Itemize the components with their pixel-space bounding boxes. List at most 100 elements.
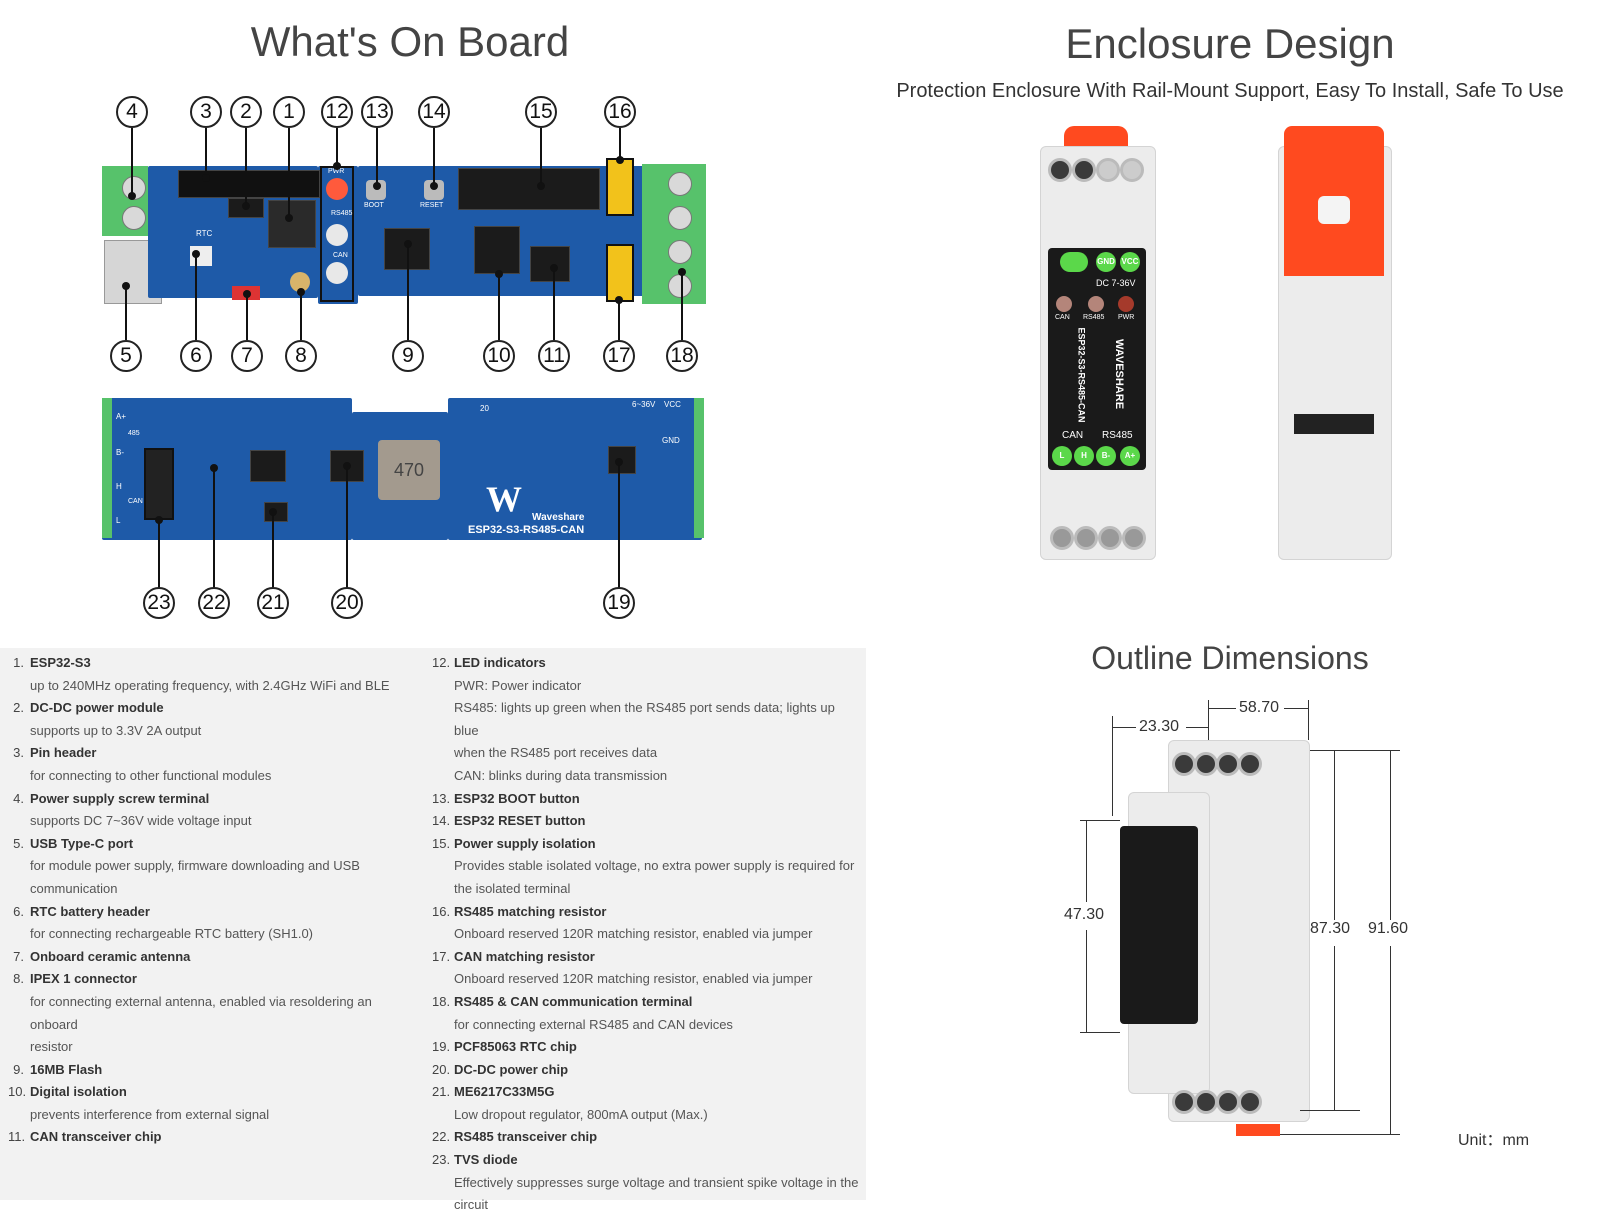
callout-14: 14 [418, 96, 450, 128]
callout-20: 20 [331, 587, 363, 619]
leader-line [131, 128, 133, 196]
feature-title: CAN matching resistor [454, 948, 595, 964]
outline-hole [1194, 752, 1218, 776]
power-isolation-module [458, 168, 600, 210]
feature-heading: 17.CAN matching resistor [432, 946, 862, 969]
boot-silk-label: BOOT [364, 202, 384, 209]
feature-number: 3. [13, 745, 24, 761]
terminal-hole [1096, 158, 1120, 182]
terminal-screw [668, 172, 692, 196]
dim-line-h3 [1390, 750, 1391, 920]
feature-description: for connecting to other functional modul… [30, 767, 272, 783]
leader-dot [128, 192, 136, 200]
dim-ext [1080, 820, 1120, 821]
feature-description: Onboard reserved 120R matching resistor,… [454, 926, 813, 942]
leader-dot [297, 288, 305, 296]
terminal-screw [122, 206, 146, 230]
leader-dot [678, 268, 686, 276]
pcb-bottom-left [102, 398, 352, 540]
esp32-s3-chip [268, 200, 316, 248]
feature-number: 11. [8, 1129, 26, 1145]
feature-description: resistor [30, 1039, 73, 1055]
feature-number: 1. [13, 655, 24, 670]
leader-line [272, 512, 274, 588]
leader-dot [155, 516, 163, 524]
dim-h3: 91.60 [1368, 920, 1409, 937]
aplus-silk: A+ [116, 412, 127, 421]
model-label: ESP32-S3-RS485-CAN [1076, 327, 1087, 423]
inductor: 470 [378, 440, 440, 500]
waveshare-logo: W [486, 479, 522, 519]
callout-10: 10 [483, 340, 515, 372]
outline-section-title: Outline Dimensions [1091, 640, 1369, 676]
feature-title: Onboard ceramic antenna [30, 948, 191, 964]
gnd-silk: GND [662, 436, 680, 445]
h-silk: H [116, 482, 122, 491]
feature-number: 12. [432, 655, 451, 670]
feature-number: 5. [13, 835, 24, 851]
leader-dot [615, 458, 623, 466]
dim-ext [1208, 700, 1209, 740]
can-port-label: CAN [1062, 430, 1084, 441]
terminal-hole [1072, 158, 1096, 182]
rs485-jumper [606, 158, 634, 216]
terminal-hole [1120, 158, 1144, 182]
callout-7: 7 [231, 340, 263, 372]
feature-title: DC-DC power module [30, 700, 164, 716]
dim-ext [1300, 1110, 1360, 1111]
reset-silk-label: RESET [420, 202, 444, 209]
outline-front-panel [1120, 826, 1198, 1024]
feature-title: Pin header [30, 745, 97, 761]
leader-dot [192, 250, 200, 258]
feature-description: Onboard reserved 120R matching resistor,… [454, 971, 813, 987]
feature-description: PWR: Power indicator [454, 677, 582, 693]
feature-number: 22. [432, 1129, 451, 1145]
leader-dot [243, 290, 251, 298]
rail-slot [1294, 414, 1374, 434]
feature-title: ESP32 BOOT button [454, 790, 580, 806]
feature-item: 20.DC-DC power chip [432, 1059, 862, 1082]
terminal-edge [102, 398, 112, 538]
dim-ext [1080, 1032, 1120, 1033]
leader-line [246, 294, 248, 340]
dim-ext [1360, 750, 1400, 751]
feature-heading: 13.ESP32 BOOT button [432, 788, 862, 811]
outline-hole [1216, 752, 1240, 776]
feature-number: 20. [432, 1061, 451, 1077]
leader-dot [616, 156, 624, 164]
leader-line [553, 268, 555, 340]
can-led [326, 262, 348, 284]
feature-title: ESP32-S3 [30, 655, 91, 670]
leader-line [433, 128, 435, 186]
feature-number: 16. [432, 903, 451, 919]
leader-line [619, 128, 621, 160]
waveshare-silk: Waveshare [532, 512, 585, 523]
leader-line [205, 128, 207, 178]
leader-line [346, 466, 348, 588]
pcb-bottom-right [448, 398, 702, 540]
reset-button [424, 180, 444, 200]
feature-description: RS485: lights up green when the RS485 po… [454, 700, 835, 738]
feature-title: PCF85063 RTC chip [454, 1039, 577, 1055]
callout-19: 19 [603, 587, 635, 619]
digital-isolator-chip [474, 226, 520, 274]
rs485-led-window [1088, 296, 1104, 312]
bminus-dot: B- [1096, 446, 1116, 466]
feature-description: when the RS485 port receives data [454, 745, 658, 761]
outline-hole [1194, 1090, 1218, 1114]
model-silk: ESP32-S3-RS485-CAN [468, 524, 585, 536]
rs485-port-label: RS485 [1102, 430, 1133, 441]
dc-label: DC 7-36V [1096, 278, 1136, 288]
dim-w1: 23.30 [1139, 718, 1180, 735]
feature-description: for connecting external antenna, enabled… [30, 993, 372, 1032]
feature-number: 18. [432, 993, 451, 1009]
pwr-led-window [1118, 296, 1134, 312]
